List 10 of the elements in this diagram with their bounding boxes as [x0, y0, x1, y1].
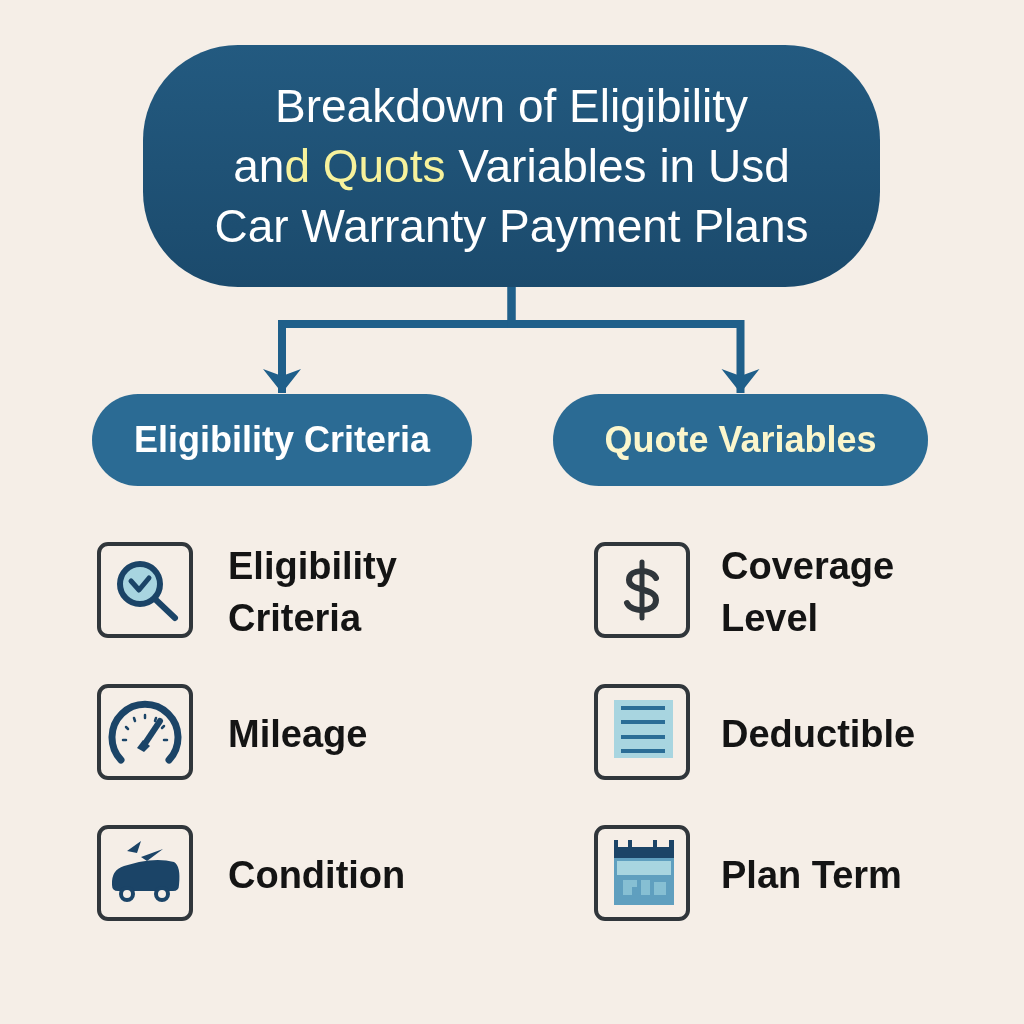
item-label: Coverage Level [721, 544, 896, 641]
connector-arrow [507, 287, 760, 393]
category-heading: Quote Variables [604, 419, 877, 461]
item-label: Mileage [228, 712, 369, 757]
category-heading: Eligibility Criteria [133, 419, 431, 461]
item-label: Plan Term [721, 853, 903, 898]
item-label: Condition [228, 853, 407, 898]
title-text: Breakdown of Eligibility and Quots Variables in Usd Car Warranty Payment Plans [213, 79, 810, 254]
item-label: Deductible [721, 712, 917, 757]
item-label: Eligibility Criteria [228, 544, 398, 641]
